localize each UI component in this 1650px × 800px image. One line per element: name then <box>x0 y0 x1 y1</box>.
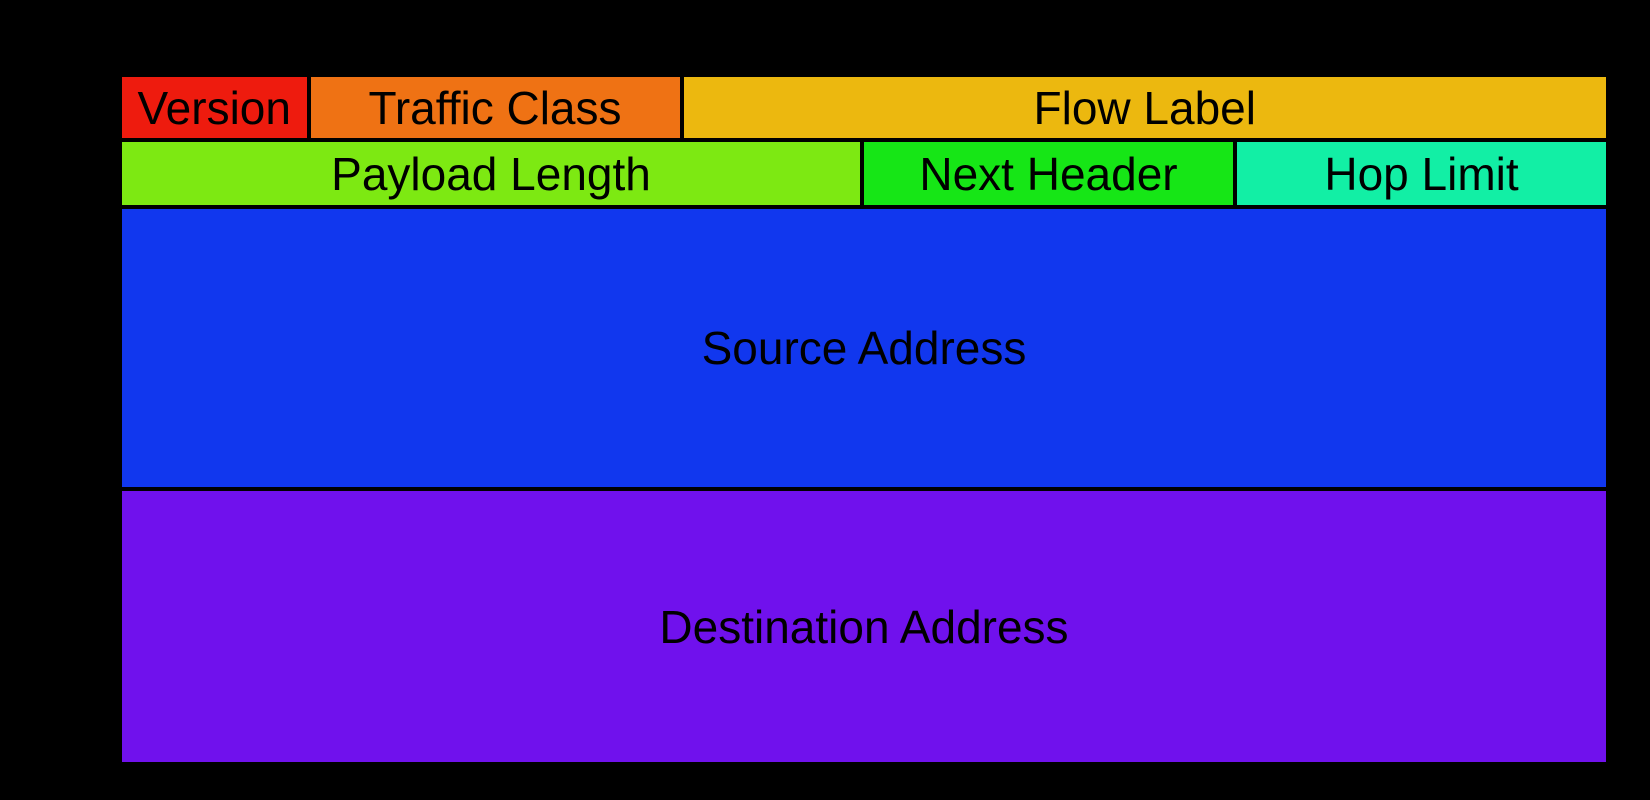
field-traffic-class: Traffic Class <box>308 75 682 140</box>
word-rows-destination-address: Destination Address <box>120 489 1608 764</box>
field-flow-label: Flow Label <box>681 75 1608 140</box>
header-fields-grid: Version Traffic Class Flow Label Payload… <box>120 75 1608 764</box>
field-payload-length-label: Payload Length <box>331 147 651 200</box>
field-version-label: Version <box>137 81 291 134</box>
field-destination-address: Destination Address <box>120 489 1608 764</box>
field-version: Version <box>120 75 309 140</box>
word-rows-source-address: Source Address <box>120 207 1608 489</box>
field-hop-limit: Hop Limit <box>1235 140 1608 207</box>
field-next-header-label: Next Header <box>919 147 1178 200</box>
field-source-address-label: Source Address <box>701 322 1027 374</box>
field-source-address: Source Address <box>120 207 1608 489</box>
field-next-header: Next Header <box>862 140 1235 207</box>
field-destination-address-label: Destination Address <box>659 600 1069 653</box>
field-traffic-class-label: Traffic Class <box>368 81 622 134</box>
field-payload-length: Payload Length <box>120 140 862 207</box>
word-row-1: Version Traffic Class Flow Label <box>120 75 1608 140</box>
field-flow-label-label: Flow Label <box>1033 81 1256 134</box>
field-hop-limit-label: Hop Limit <box>1324 147 1519 200</box>
word-row-2: Payload Length Next Header Hop Limit <box>120 140 1608 207</box>
